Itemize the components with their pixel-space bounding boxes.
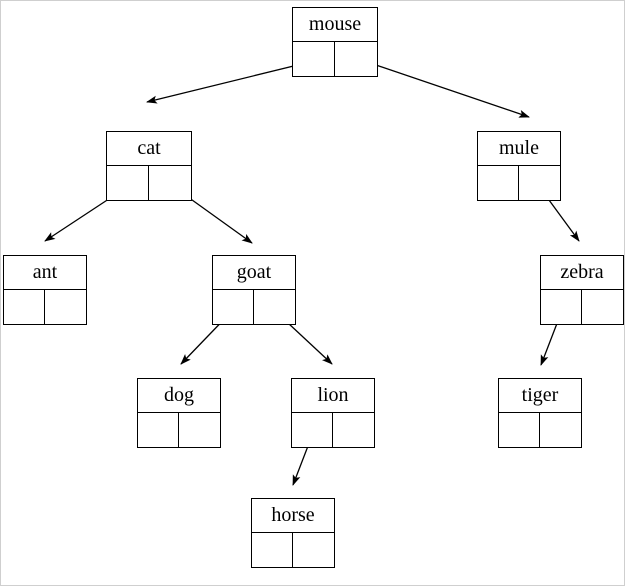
tree-edge-mouse-cat — [146, 60, 315, 104]
tree-node-dog[interactable]: dog — [137, 378, 221, 448]
tree-node-label-dog: dog — [138, 379, 220, 413]
tree-node-pointer-cells-ant — [4, 290, 86, 324]
tree-node-right-pointer-cat[interactable] — [149, 166, 191, 200]
tree-node-horse[interactable]: horse — [251, 498, 335, 568]
tree-node-mule[interactable]: mule — [477, 131, 561, 201]
tree-node-right-pointer-lion[interactable] — [333, 413, 374, 447]
tree-node-right-pointer-ant[interactable] — [45, 290, 86, 324]
tree-node-right-pointer-dog[interactable] — [179, 413, 220, 447]
tree-node-right-pointer-horse[interactable] — [293, 533, 334, 567]
tree-node-ant[interactable]: ant — [3, 255, 87, 325]
tree-node-label-zebra: zebra — [541, 256, 623, 290]
tree-node-cat[interactable]: cat — [106, 131, 192, 201]
tree-node-pointer-cells-cat — [107, 166, 191, 200]
tree-node-left-pointer-horse[interactable] — [252, 533, 293, 567]
tree-node-label-goat: goat — [213, 256, 295, 290]
tree-node-left-pointer-zebra[interactable] — [541, 290, 582, 324]
tree-node-right-pointer-tiger[interactable] — [540, 413, 581, 447]
tree-node-left-pointer-mule[interactable] — [478, 166, 519, 200]
tree-node-left-pointer-mouse[interactable] — [293, 42, 335, 76]
tree-node-left-pointer-ant[interactable] — [4, 290, 45, 324]
tree-node-left-pointer-dog[interactable] — [138, 413, 179, 447]
tree-node-label-tiger: tiger — [499, 379, 581, 413]
tree-node-lion[interactable]: lion — [291, 378, 375, 448]
tree-node-label-cat: cat — [107, 132, 191, 166]
tree-node-right-pointer-mule[interactable] — [519, 166, 560, 200]
tree-node-label-mouse: mouse — [293, 8, 377, 42]
tree-node-right-pointer-goat[interactable] — [254, 290, 295, 324]
tree-node-zebra[interactable]: zebra — [540, 255, 624, 325]
tree-node-label-lion: lion — [292, 379, 374, 413]
tree-node-pointer-cells-zebra — [541, 290, 623, 324]
tree-node-label-mule: mule — [478, 132, 560, 166]
tree-node-goat[interactable]: goat — [212, 255, 296, 325]
tree-node-pointer-cells-tiger — [499, 413, 581, 447]
tree-node-right-pointer-zebra[interactable] — [582, 290, 623, 324]
tree-node-left-pointer-lion[interactable] — [292, 413, 333, 447]
tree-node-left-pointer-tiger[interactable] — [499, 413, 540, 447]
tree-node-label-horse: horse — [252, 499, 334, 533]
tree-node-left-pointer-goat[interactable] — [213, 290, 254, 324]
tree-node-pointer-cells-horse — [252, 533, 334, 567]
tree-edge-mouse-mule — [372, 63, 530, 118]
tree-node-tiger[interactable]: tiger — [498, 378, 582, 448]
tree-node-pointer-cells-goat — [213, 290, 295, 324]
tree-node-right-pointer-mouse[interactable] — [335, 42, 377, 76]
tree-node-pointer-cells-mouse — [293, 42, 377, 76]
tree-node-mouse[interactable]: mouse — [292, 7, 378, 77]
tree-node-left-pointer-cat[interactable] — [107, 166, 149, 200]
tree-node-pointer-cells-lion — [292, 413, 374, 447]
tree-node-pointer-cells-dog — [138, 413, 220, 447]
tree-node-pointer-cells-mule — [478, 166, 560, 200]
tree-node-label-ant: ant — [4, 256, 86, 290]
